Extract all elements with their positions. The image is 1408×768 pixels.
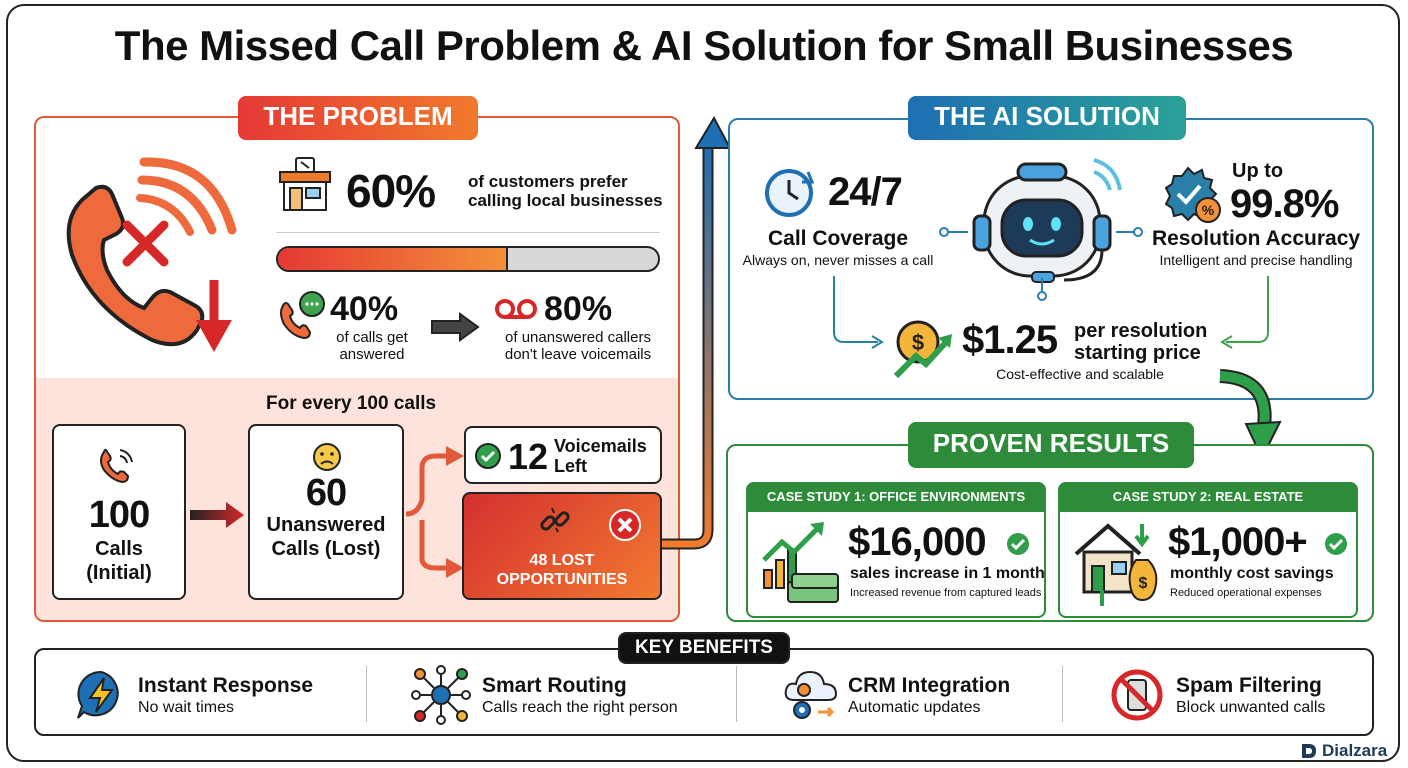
coverage-value: 24/7: [828, 170, 903, 214]
lightning-icon: [77, 670, 119, 719]
svg-text:$: $: [912, 330, 924, 355]
solution-header: THE AI SOLUTION: [908, 96, 1186, 140]
house-savings-icon: $: [1074, 523, 1158, 606]
price-value: $1.25: [962, 318, 1058, 362]
no-phone-icon: [1111, 669, 1163, 721]
benefits-header: KEY BENEFITS: [618, 632, 790, 664]
price-label-2: starting price: [1074, 342, 1201, 364]
stat-answered-value: 40%: [330, 290, 399, 328]
flow-initial-box: 100 Calls (Initial): [52, 424, 186, 600]
benefit-3-desc: Automatic updates: [848, 699, 981, 716]
divider-line: [276, 232, 660, 233]
arrow-right-icon: [431, 312, 480, 342]
case1-check-icon: [1007, 533, 1029, 555]
flow-voicemails-value: 12: [508, 436, 549, 477]
phone-missed-icon: [66, 157, 237, 352]
stat-prefer-label-2: calling local businesses: [468, 191, 663, 210]
dialzara-logo-icon: [1302, 744, 1316, 758]
case1-desc: Increased revenue from captured leads: [850, 587, 1042, 599]
accuracy-prefix: Up to: [1232, 160, 1284, 182]
coverage-desc: Always on, never misses a call: [742, 252, 934, 268]
ai-robot-icon: [972, 158, 1122, 283]
price-label-1: per resolution: [1074, 320, 1208, 342]
case2-desc: Reduced operational expenses: [1170, 587, 1322, 599]
benefit-4-title: Spam Filtering: [1176, 674, 1322, 697]
case2-value: $1,000+: [1168, 520, 1308, 564]
flow-unanswered-label-2: Calls (Lost): [271, 538, 381, 560]
svg-text:%: %: [1202, 202, 1215, 218]
stat-answered-label-1: of calls get: [336, 329, 408, 346]
benefit-4-desc: Block unwanted calls: [1176, 699, 1326, 716]
store-icon: [279, 157, 331, 211]
stat-prefer-label-1: of customers prefer: [468, 172, 628, 191]
stat-prefer-value: 60%: [346, 165, 436, 217]
flow-lost-label-1: 48 LOST: [529, 552, 595, 569]
progress-bar-fill: [278, 248, 508, 270]
case2-check-icon: [1325, 533, 1347, 555]
benefit-1-desc: No wait times: [138, 699, 235, 716]
robot-connectors: [939, 227, 1143, 301]
case2-tag: CASE STUDY 2: REAL ESTATE: [1058, 482, 1358, 512]
flow-initial-label-1: Calls: [95, 538, 143, 560]
svg-text:$: $: [1139, 575, 1148, 592]
flow-unanswered-box: 60 Unanswered Calls (Lost): [248, 424, 404, 600]
flow-unanswered-label-1: Unanswered: [266, 514, 386, 536]
case1-tag: CASE STUDY 1: OFFICE ENVIRONMENTS: [746, 482, 1046, 512]
broken-link-icon: [540, 507, 570, 533]
flow-lost-box: 48 LOST OPPORTUNITIES: [462, 492, 662, 600]
brand-name: Dialzara: [1322, 741, 1388, 760]
case1-label: sales increase in 1 month: [850, 565, 1045, 582]
flow-arrow-1: [190, 502, 244, 528]
benefit-2-desc: Calls reach the right person: [482, 699, 678, 716]
flow-unanswered-value: 60: [305, 472, 347, 514]
check-circle-icon: [475, 443, 501, 469]
money-growth-icon: $: [893, 320, 952, 379]
flow-voicemails-label-1: Voicemails: [554, 436, 647, 456]
sad-face-icon: [313, 443, 341, 471]
curved-arrow-to-results: [1219, 369, 1282, 461]
benefit-2-title: Smart Routing: [482, 674, 627, 697]
close-circle-icon: [609, 509, 641, 541]
case1-value: $16,000: [848, 520, 987, 564]
flow-initial-value: 100: [88, 494, 150, 536]
progress-bar-track: [276, 246, 660, 272]
coverage-title: Call Coverage: [767, 227, 909, 250]
stat-answered-label-2: answered: [339, 346, 405, 363]
accuracy-value: 99.8%: [1230, 182, 1339, 226]
stat-voicemail-value: 80%: [544, 290, 613, 328]
phone-ringing-icon: [100, 448, 133, 484]
phone-chat-icon: [280, 291, 325, 340]
stat-voicemail-label-2: don't leave voicemails: [504, 346, 652, 363]
results-header: PROVEN RESULTS: [908, 422, 1194, 468]
flow-split-arrows: [405, 446, 464, 578]
flow-lost-label-2: OPPORTUNITIES: [496, 571, 628, 588]
flow-voicemails-label-2: Left: [554, 456, 587, 476]
benefit-divider: [736, 666, 737, 722]
benefit-divider: [1062, 666, 1063, 722]
clock-icon: [765, 169, 815, 217]
connector-arrow: [662, 115, 732, 550]
flow-voicemails-box: 12 Voicemails Left: [464, 426, 662, 484]
percent-badge-icon: %: [1164, 166, 1221, 223]
case2-label: monthly cost savings: [1170, 565, 1334, 582]
benefit-1-title: Instant Response: [138, 674, 314, 697]
accuracy-desc: Intelligent and precise handling: [1159, 252, 1353, 268]
problem-header: THE PROBLEM: [238, 96, 478, 140]
routing-icon: [411, 665, 471, 725]
page-title: The Missed Call Problem & AI Solution fo…: [114, 22, 1294, 69]
chart-money-icon: [762, 522, 839, 603]
benefit-3-title: CRM Integration: [848, 674, 1011, 697]
accuracy-title: Resolution Accuracy: [1151, 227, 1361, 250]
solution-connector-lines: [833, 276, 1269, 349]
cloud-gear-icon: [784, 670, 838, 719]
flow-title: For every 100 calls: [266, 393, 437, 414]
flow-initial-label-2: (Initial): [86, 562, 152, 584]
stat-voicemail-label-1: of unanswered callers: [505, 329, 651, 346]
price-desc: Cost-effective and scalable: [996, 366, 1164, 382]
voicemail-icon: [495, 299, 537, 319]
benefit-divider: [366, 666, 367, 722]
